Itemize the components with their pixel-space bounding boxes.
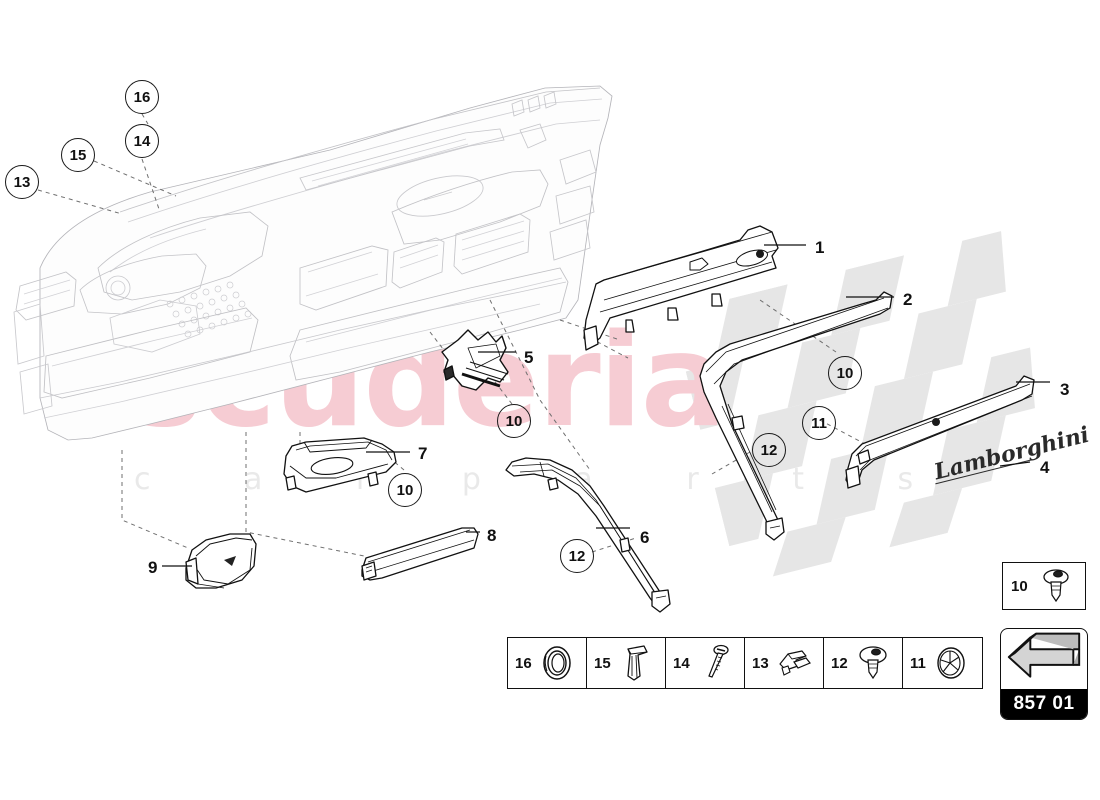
legend-item-15-number: 15 [594, 654, 611, 672]
part-number-9: 9 [148, 558, 157, 578]
retaining-clip-icon [779, 650, 811, 676]
legend-item-12[interactable]: 12 [824, 638, 903, 688]
legend-item-16[interactable]: 16 [508, 638, 587, 688]
part-number-1: 1 [815, 238, 824, 258]
callout-10-part7[interactable]: 10 [388, 473, 422, 507]
callout-15-label: 15 [69, 146, 87, 164]
spoked-grommet-icon [937, 647, 965, 679]
part-number-7-text: 7 [418, 444, 428, 463]
part-4-lamborghini-emblem: Lamborghini [931, 422, 1092, 486]
part-2-lower-trim-strip [699, 291, 893, 541]
callout-10-part5[interactable]: 10 [497, 404, 531, 438]
part-number-2: 2 [903, 290, 912, 310]
part-number-3: 3 [1060, 380, 1069, 400]
legend-item-12-number: 12 [831, 654, 848, 672]
callout-12-part2[interactable]: 12 [752, 433, 786, 467]
group-number-bar: 857 01 [1001, 689, 1087, 719]
part-1-dashboard-trim-strip [583, 225, 779, 351]
callout-11-label: 11 [811, 414, 827, 432]
legend-item-16-number: 16 [515, 654, 532, 672]
part-5-pillar-bracket [441, 329, 509, 391]
part-number-9-text: 9 [148, 558, 158, 577]
emblem-script-text: Lamborghini [931, 422, 1092, 486]
callout-11[interactable]: 11 [802, 406, 836, 440]
legend-item-11-number: 11 [910, 654, 926, 672]
dashboard-assembly [13, 85, 613, 441]
fastener-legend-strip: 16 15 14 [507, 637, 983, 689]
part-number-4-text: 4 [1040, 458, 1050, 477]
tapping-screw-icon [707, 644, 729, 678]
seal-ring-icon [542, 646, 571, 680]
expansion-rivet-icon [627, 645, 648, 681]
part-number-6-text: 6 [640, 528, 650, 547]
part-6-a-pillar-trim [505, 457, 671, 613]
callout-12-part6[interactable]: 12 [560, 539, 594, 573]
callout-15[interactable]: 15 [61, 138, 95, 172]
part-3-passenger-trim-strip [845, 375, 1035, 489]
part-number-6: 6 [640, 528, 649, 548]
callout-13-label: 13 [13, 173, 31, 191]
callout-10-part2[interactable]: 10 [828, 356, 862, 390]
legend-item-14[interactable]: 14 [666, 638, 745, 688]
back-arrow-3d-icon[interactable] [1001, 629, 1087, 691]
push-pin-clip-icon [859, 646, 887, 680]
callout-12-part6-label: 12 [568, 547, 586, 565]
part-number-7: 7 [418, 444, 427, 464]
callout-14-label: 14 [133, 132, 151, 150]
part-number-5-text: 5 [524, 348, 534, 367]
callout-16[interactable]: 16 [125, 80, 159, 114]
legend-item-14-number: 14 [673, 654, 690, 672]
callout-10-part7-label: 10 [396, 481, 414, 499]
legend-item-11[interactable]: 11 [903, 638, 982, 688]
part-number-1-text: 1 [815, 238, 825, 257]
part-9-end-cap-cubby [185, 533, 257, 589]
callout-14[interactable]: 14 [125, 124, 159, 158]
callout-12-part2-label: 12 [760, 441, 778, 459]
legend-item-15[interactable]: 15 [587, 638, 666, 688]
callout-10-part5-label: 10 [505, 412, 523, 430]
callout-16-label: 16 [133, 88, 151, 106]
part-number-3-text: 3 [1060, 380, 1070, 399]
group-number-text: 857 01 [1013, 693, 1075, 714]
legend-item-13[interactable]: 13 [745, 638, 824, 688]
legend-item-13-number: 13 [752, 654, 769, 672]
tray-oval-recess [310, 457, 354, 475]
legend-item-10-number: 10 [1011, 577, 1028, 595]
part-number-4: 4 [1040, 458, 1049, 478]
flange-screw-icon [1043, 569, 1069, 603]
part-number-8: 8 [487, 526, 496, 546]
legend-item-10[interactable]: 10 [1002, 562, 1086, 610]
leader-part-4 [999, 461, 1031, 467]
group-badge-frame: 857 01 [1000, 628, 1088, 720]
part-number-8-text: 8 [487, 526, 497, 545]
callout-13[interactable]: 13 [5, 165, 39, 199]
part-8-narrow-trim-insert [361, 527, 479, 581]
part-number-2-text: 2 [903, 290, 913, 309]
part-number-5: 5 [524, 348, 533, 368]
group-number-badge[interactable]: 857 01 [1000, 628, 1088, 720]
callout-10-part2-label: 10 [836, 364, 854, 382]
part-7-centre-console-tray [283, 437, 397, 493]
